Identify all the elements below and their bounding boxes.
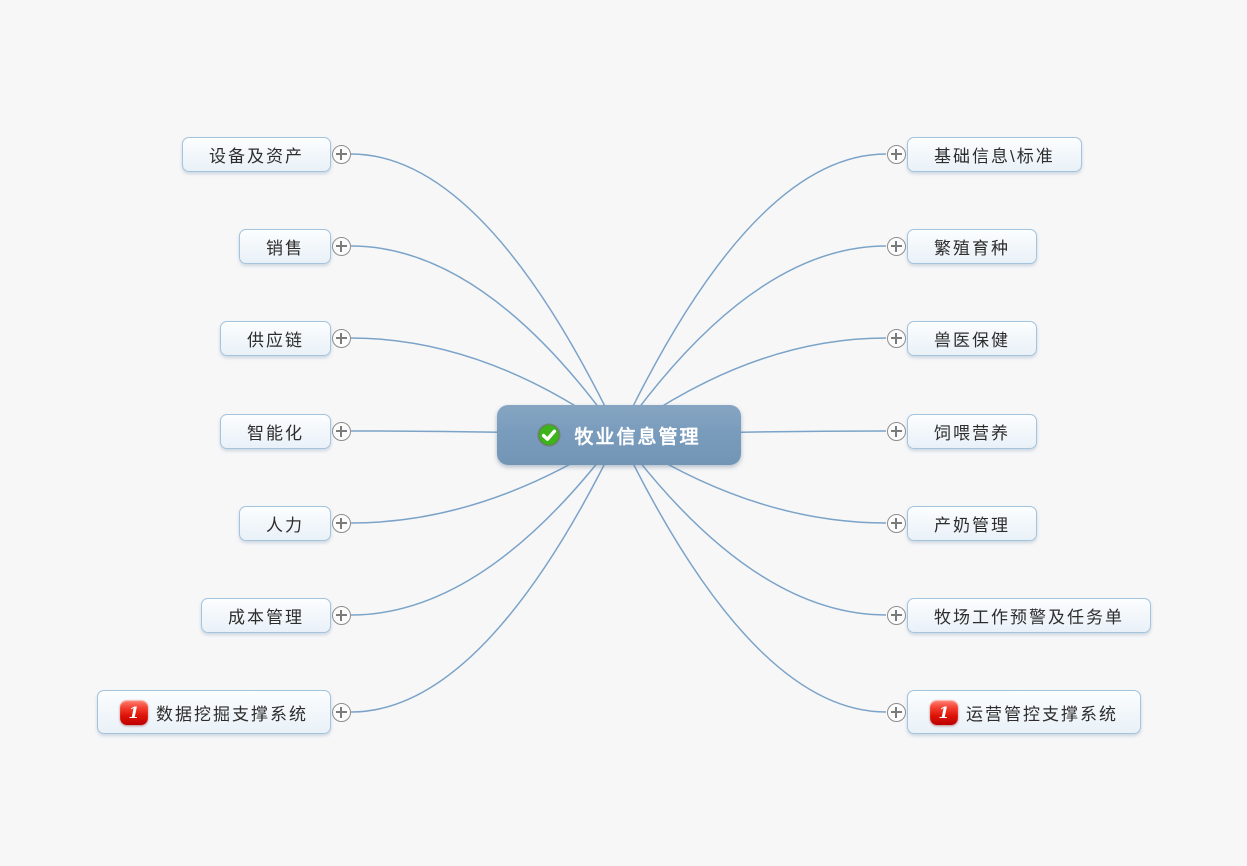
topic-label: 运营管控支撑系统 [966, 704, 1118, 724]
topic-label: 数据挖掘支撑系统 [156, 704, 308, 724]
root-topic[interactable]: 牧业信息管理 [497, 405, 741, 465]
topic-label: 设备及资产 [209, 146, 304, 166]
connection-line [350, 434, 620, 616]
connection-line [618, 245, 887, 436]
topic-right-5[interactable]: 牧场工作预警及任务单 [907, 597, 1151, 633]
expand-icon-left-6[interactable] [331, 702, 351, 722]
expand-icon-right-1[interactable] [886, 236, 906, 256]
topic-left-1[interactable]: 销售 [239, 228, 331, 264]
topic-right-3[interactable]: 饲喂营养 [907, 413, 1037, 449]
topic-left-4[interactable]: 人力 [239, 505, 331, 541]
topic-left-3[interactable]: 智能化 [220, 413, 331, 449]
connection-line [350, 434, 620, 713]
topic-label: 牧场工作预警及任务单 [934, 607, 1124, 627]
check-icon [537, 423, 562, 447]
topic-label: 产奶管理 [934, 515, 1010, 535]
topic-label: 人力 [266, 515, 304, 535]
topic-label: 兽医保健 [934, 330, 1010, 350]
connection-line [618, 434, 887, 616]
topic-right-1[interactable]: 繁殖育种 [907, 228, 1037, 264]
topic-right-6[interactable]: 1 运营管控支撑系统 [907, 690, 1141, 734]
expand-icon-right-6[interactable] [886, 702, 906, 722]
topic-label: 成本管理 [228, 607, 304, 627]
expand-icon-right-0[interactable] [886, 144, 906, 164]
connection-line [350, 153, 620, 436]
expand-icon-left-4[interactable] [331, 513, 351, 533]
topic-left-0[interactable]: 设备及资产 [182, 136, 331, 172]
expand-icon-left-5[interactable] [331, 605, 351, 625]
topic-left-2[interactable]: 供应链 [220, 320, 331, 356]
topic-left-5[interactable]: 成本管理 [201, 597, 331, 633]
topic-label: 销售 [266, 238, 304, 258]
priority-1-icon: 1 [930, 699, 958, 725]
connection-line [350, 245, 620, 436]
expand-icon-left-2[interactable] [331, 328, 351, 348]
topic-label: 繁殖育种 [934, 238, 1010, 258]
priority-1-icon: 1 [120, 699, 148, 725]
topic-label: 基础信息\标准 [934, 146, 1055, 166]
topic-right-4[interactable]: 产奶管理 [907, 505, 1037, 541]
connection-line [618, 434, 887, 713]
topic-label: 智能化 [247, 423, 304, 443]
expand-icon-right-5[interactable] [886, 605, 906, 625]
topic-right-0[interactable]: 基础信息\标准 [907, 136, 1082, 172]
expand-icon-left-1[interactable] [331, 236, 351, 256]
topic-right-2[interactable]: 兽医保健 [907, 320, 1037, 356]
expand-icon-left-0[interactable] [331, 144, 351, 164]
connection-line [618, 153, 887, 436]
expand-icon-right-4[interactable] [886, 513, 906, 533]
root-topic-label: 牧业信息管理 [574, 426, 701, 448]
topic-left-6[interactable]: 1 数据挖掘支撑系统 [97, 690, 331, 734]
expand-icon-left-3[interactable] [331, 421, 351, 441]
expand-icon-right-3[interactable] [886, 421, 906, 441]
expand-icon-right-2[interactable] [886, 328, 906, 348]
topic-label: 供应链 [247, 330, 304, 350]
topic-label: 饲喂营养 [934, 423, 1010, 443]
